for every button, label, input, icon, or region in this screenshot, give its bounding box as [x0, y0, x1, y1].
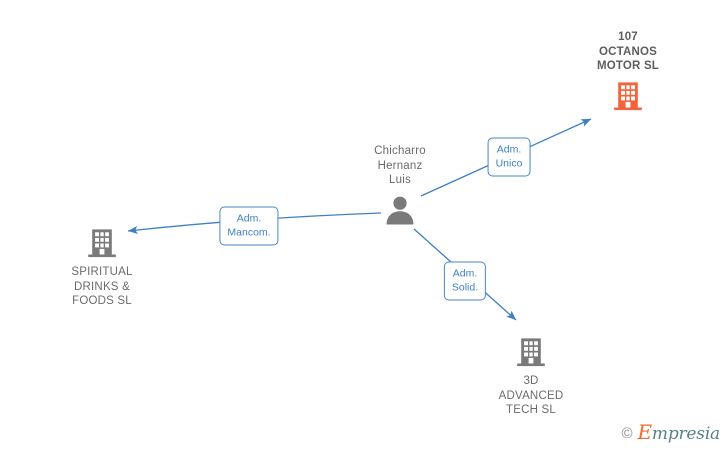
- node-company-octanos-label: 107 OCTANOS MOTOR SL: [596, 31, 660, 72]
- node-person[interactable]: Chicharro Hernanz Luis: [335, 144, 465, 227]
- copyright-icon: ©: [621, 425, 633, 442]
- node-company-spiritual-label: SPIRITUAL DRINKS & FOODS SL: [71, 266, 133, 307]
- empresia-logo-rest: mpresia: [651, 424, 720, 444]
- node-company-spiritual[interactable]: SPIRITUAL DRINKS & FOODS SL: [37, 226, 167, 309]
- edge-label-adm-unico[interactable]: Adm. Unico: [487, 137, 531, 177]
- edge-label-adm-mancom[interactable]: Adm. Mancom.: [219, 206, 279, 246]
- node-company-tech3d[interactable]: 3D ADVANCED TECH SL: [466, 335, 596, 418]
- empresia-logo-initial: E: [637, 420, 653, 444]
- empresia-watermark: © Empresia: [621, 422, 721, 444]
- empresia-logo: Empresia: [638, 422, 721, 444]
- edge-label-adm-solid[interactable]: Adm. Solid.: [443, 261, 487, 301]
- building-icon: [88, 229, 116, 258]
- node-company-tech3d-label: 3D ADVANCED TECH SL: [498, 375, 564, 416]
- node-person-label: Chicharro Hernanz Luis: [374, 145, 426, 186]
- person-icon: [386, 196, 414, 224]
- building-icon: [614, 81, 642, 110]
- building-icon: [517, 338, 545, 367]
- node-company-octanos[interactable]: 107 OCTANOS MOTOR SL: [563, 30, 693, 113]
